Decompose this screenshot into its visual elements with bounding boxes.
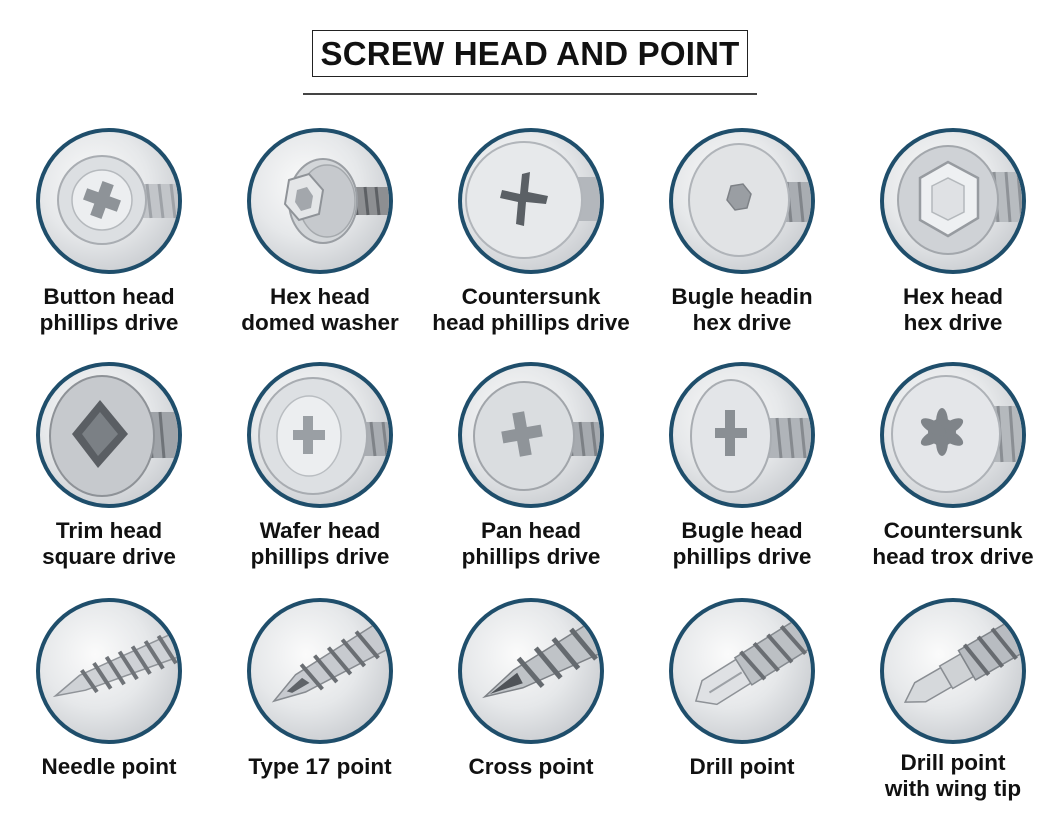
type-17-point-icon xyxy=(247,598,393,744)
trim-head-square-icon xyxy=(36,362,182,508)
item-type17-point: Type 17 point xyxy=(214,598,426,780)
item-label: Cross point xyxy=(468,754,594,779)
hex-head-icon xyxy=(880,128,1026,274)
drill-wing-tip-icon xyxy=(880,598,1026,744)
cross-point-icon xyxy=(458,598,604,744)
item-label: Needle point xyxy=(41,754,177,779)
drill-point-icon xyxy=(669,598,815,744)
hex-head-washer-icon xyxy=(247,128,393,274)
button-head-phillips-icon xyxy=(36,128,182,274)
countersunk-phillips-icon xyxy=(458,128,604,274)
wafer-head-phillips-icon xyxy=(247,362,393,508)
pan-head-phillips-icon xyxy=(458,362,604,508)
header: SCREW HEAD AND POINT xyxy=(0,30,1060,95)
needle-point-icon xyxy=(36,598,182,744)
item-label: Drill point xyxy=(689,754,795,779)
page-title: SCREW HEAD AND POINT xyxy=(311,30,749,77)
bugle-phillips-icon xyxy=(669,362,815,508)
countersunk-torx-icon xyxy=(880,362,1026,508)
item-cross-point: Cross point xyxy=(425,598,637,780)
item-drill-point: Drill point xyxy=(636,598,848,780)
title-underline xyxy=(303,93,757,95)
bugle-hex-icon xyxy=(669,128,815,274)
item-label: Type 17 point xyxy=(248,754,392,779)
item-needle-point: Needle point xyxy=(3,598,215,780)
